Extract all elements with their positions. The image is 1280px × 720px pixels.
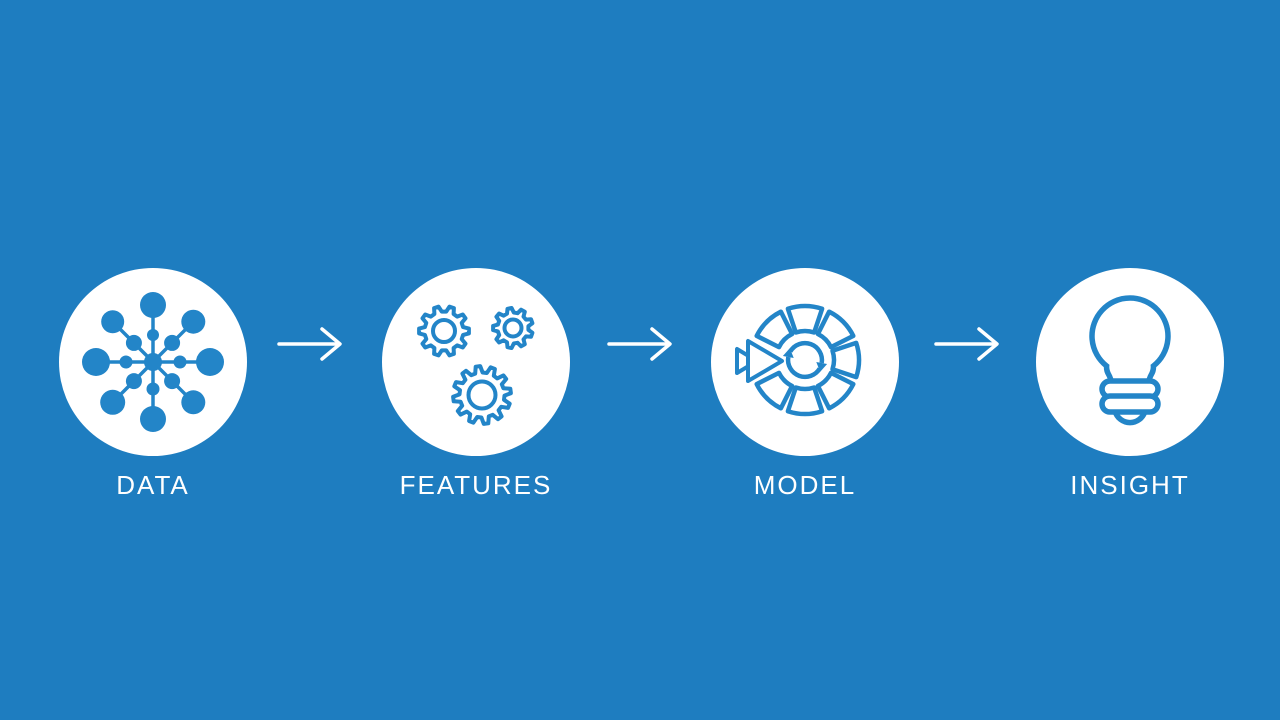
step-features: FEATURES xyxy=(382,268,570,501)
step-circle xyxy=(382,268,570,456)
step-data: DATA xyxy=(59,268,247,501)
cycle-arrowheads xyxy=(782,348,828,372)
step-circle xyxy=(711,268,899,456)
gears-icon xyxy=(417,304,535,426)
network-hub-icon xyxy=(82,292,224,432)
step-label: INSIGHT xyxy=(1070,470,1190,500)
step-circle xyxy=(59,268,247,456)
flow-arrow-icon xyxy=(934,327,999,361)
hub-generated xyxy=(82,292,224,432)
wheel-generated xyxy=(754,303,862,417)
flow-arrow-icon xyxy=(277,327,342,361)
step-circle xyxy=(1036,268,1224,456)
input-triangles xyxy=(735,339,784,383)
flow-arrow-icon xyxy=(607,327,672,361)
lightbulb-icon xyxy=(1089,295,1171,426)
model-cycle-icon xyxy=(735,303,862,417)
step-label: FEATURES xyxy=(399,470,553,500)
step-insight: INSIGHT xyxy=(1036,268,1224,501)
step-label: MODEL xyxy=(753,470,857,500)
step-label: DATA xyxy=(116,470,190,500)
cycle-arrows xyxy=(785,340,825,380)
gears-generated xyxy=(417,304,535,426)
step-model: MODEL xyxy=(711,268,899,501)
